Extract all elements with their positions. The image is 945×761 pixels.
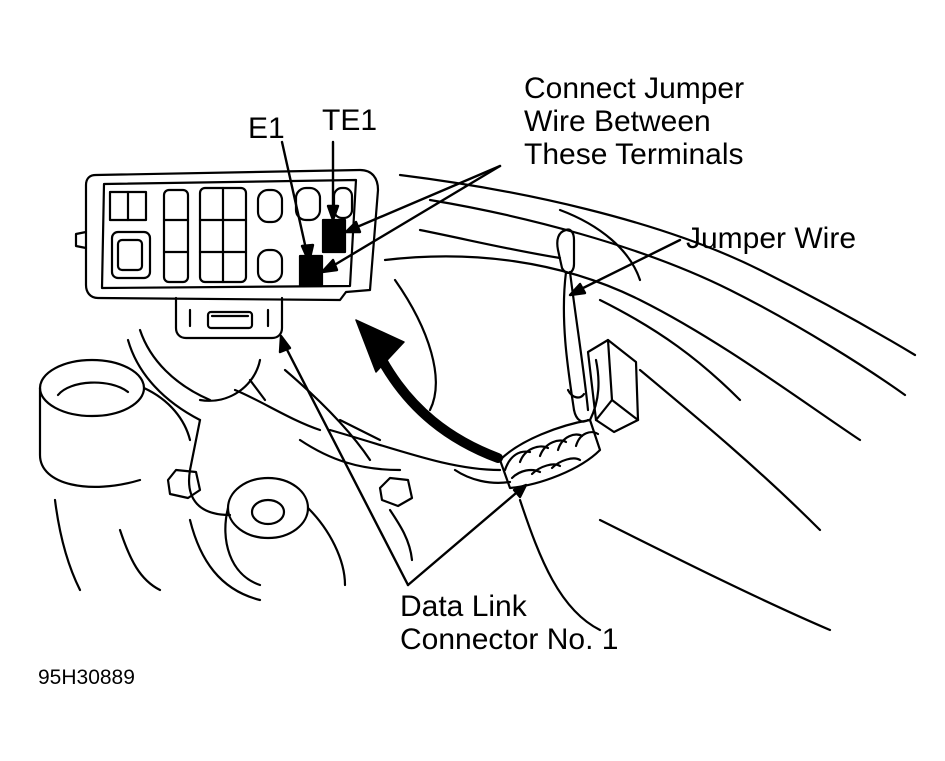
te1-terminal [321,218,347,254]
engine-components [38,328,512,602]
leader-lines [278,140,682,587]
instruction-line-3: These Terminals [524,138,744,171]
e1-label: E1 [248,112,285,145]
te1-label: TE1 [322,104,378,137]
figure-id: 95H30889 [38,666,135,689]
jumper-wire-tip [556,228,576,274]
jumper-wire-label: Jumper Wire [686,222,857,255]
connector-enlarged [74,168,380,340]
instruction-line-1: Connect Jumper [524,72,745,105]
e1-terminal [298,254,324,288]
data-link-line-1: Data Link [400,590,527,623]
data-link-line-2: Connector No. 1 [400,623,619,656]
enlarge-arrow [355,319,503,463]
instruction-line-2: Wire Between [524,105,711,138]
engine-bay-outline [283,173,917,632]
connector-in-situ [498,228,640,490]
